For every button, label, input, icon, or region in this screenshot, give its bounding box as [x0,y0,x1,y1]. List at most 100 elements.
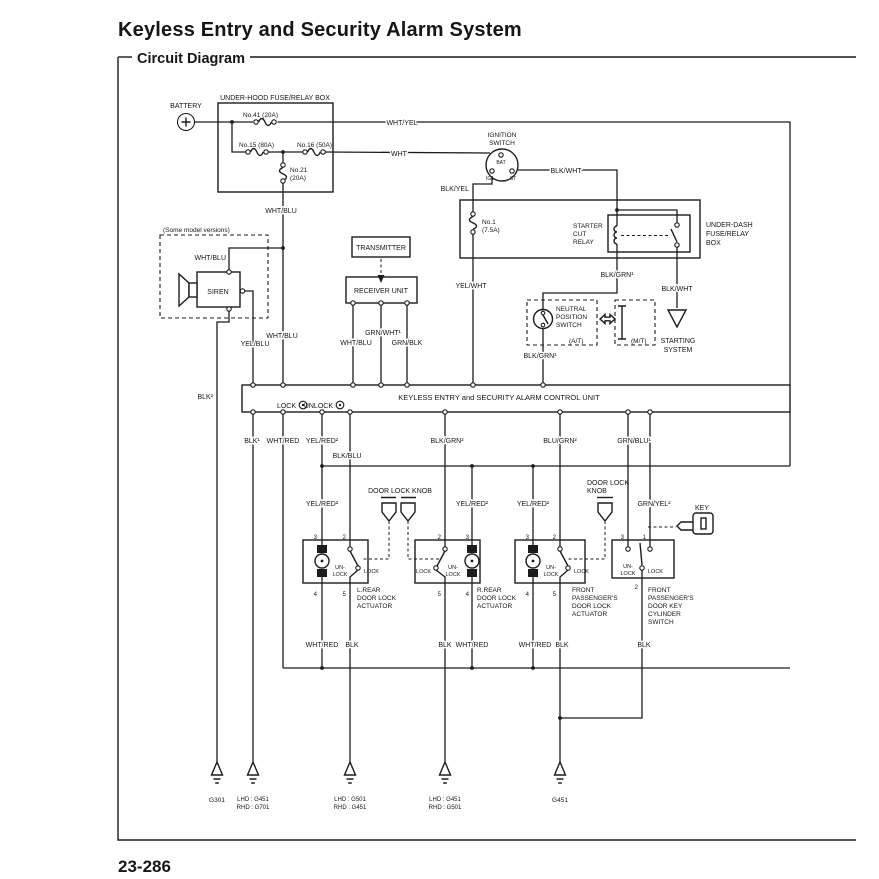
wire-label-blk-blu: BLK/BLU [333,453,362,460]
l-rear-label1: L.REAR [357,587,381,594]
wire-label-grn-wht1: GRN/WHT¹ [365,330,401,337]
underdash-label2: FUSE/RELAY [706,231,749,238]
lock-label: LOCK [277,403,296,410]
wire-label-blk-kc: BLK [637,642,651,649]
receiver-label: RECEIVER UNIT [354,288,409,295]
wire-labels: WHT/YEL WHT BLK/WHT BLK/YEL WHT/BLU WHT/… [193,119,695,651]
starter-relay-label1: STARTER [573,223,603,230]
starting-system-arrow-icon [666,309,688,329]
ground-lhd-g451-2: LHD : G451 [429,797,461,803]
transmitter-label: TRANSMITTER [356,245,406,252]
lock-pos-label: LOCK [416,569,431,575]
siren: (Some model versions) SIREN [159,227,269,319]
unlock-pos-label: UN- [546,565,556,571]
wire-label-blk-grn2: BLK/GRN² [430,438,464,445]
ignition-label1: IGNITION [488,132,517,139]
ground-icon [210,760,567,784]
wire-label-wht-blu-main: WHT/BLU [265,208,297,215]
unlock-pos-label2: LOCK [333,572,348,578]
wires [195,121,791,762]
ground-g451: G451 [552,797,568,804]
ignition-label2: SWITCH [489,140,515,147]
l-rear-door-lock-actuator: UN- LOCK LOCK 3 2 4 5 L.REAR DOOR LOCK A… [302,535,397,610]
kc-label1: FRONT [648,587,670,594]
fuse-1-label: No.1 [482,219,496,226]
kc-label3: DOOR KEY [648,603,683,610]
some-models-label: (Some model versions) [163,227,230,234]
fuse-21-label: No.21 [290,167,308,174]
door-lock-knobs: DOOR LOCK KNOB DOOR LOCK KNOB [362,480,629,560]
grounds: G301 LHD : G451 RHD : G701 LHD : G501 RH… [209,760,568,811]
control-unit: KEYLESS ENTRY and SECURITY ALARM CONTROL… [241,382,791,415]
wire-label-wht-red-r: WHT/RED [456,642,489,649]
starter-cut-relay-box [607,214,691,253]
wire-label-blk-l: BLK [345,642,359,649]
fuse-41-label: No.41 (20A) [243,112,278,119]
wire-label-yel-red2-cu: YEL/RED² [306,438,339,445]
wire-label-blk-grn1-upper: BLK/GRN¹ [600,272,634,279]
unlock-pos-label: UN- [623,564,633,570]
at-label: (A/T) [569,338,583,345]
starter-relay-label2: CUT [573,231,586,238]
front-passenger-door-key-cylinder-switch: UN- LOCK LOCK 3 1 2 FRONT PASSENGER'S DO… [611,535,694,626]
signal-arrow-icon [377,275,385,283]
door-lock-knob2-label1: DOOR LOCK [587,480,629,487]
starter-relay-label3: RELAY [573,239,594,246]
kc-label5: SWITCH [648,619,674,626]
terminal-5: 5 [553,592,557,598]
fp-act-label2: PASSENGER'S [572,595,618,602]
terminal-2: 2 [635,585,639,591]
terminal-st: ST [510,176,516,182]
wire-label-wht-yel: WHT/YEL [386,120,417,127]
kc-label2: PASSENGER'S [648,595,694,602]
wire-label-blk1: BLK¹ [244,438,260,445]
starting-system: STARTING SYSTEM [661,309,695,354]
lock-pos-label: LOCK [364,569,379,575]
wire-label-blk-yel: BLK/YEL [441,186,470,193]
r-rear-label3: ACTUATOR [477,603,512,610]
terminal-3: 3 [314,535,318,541]
control-unit-label: KEYLESS ENTRY and SECURITY ALARM CONTROL… [398,393,600,402]
r-rear-label2: DOOR LOCK [477,595,517,602]
diagram-subtitle: Circuit Diagram [137,51,245,67]
page-number: 23-286 [118,857,171,876]
terminal-2: 2 [553,535,557,541]
ignition-switch: IGNITION SWITCH BAT IG1 ST [485,132,519,182]
wire-label-wht: WHT [391,151,408,158]
wire-label-wht-red-fp: WHT/RED [519,642,552,649]
unlock-pos-label: UN- [448,565,458,571]
neutral-label2: POSITION [556,314,587,321]
receiver-unit: RECEIVER UNIT [345,276,418,306]
neutral-label3: SWITCH [556,322,582,329]
frame [117,56,856,841]
r-rear-door-lock-actuator: LOCK UN- LOCK 2 3 5 4 R.REAR DOOR LOCK A… [414,535,517,610]
terminal-3: 3 [526,535,530,541]
underhood-box-label: UNDER-HOOD FUSE/RELAY BOX [220,95,330,102]
knob-icon [381,502,397,523]
kc-label4: CYLINDER [648,611,681,618]
unlock-pos-label2: LOCK [621,571,636,577]
terminal-ig1: IG1 [486,176,494,182]
siren-horn-icon [178,272,190,308]
terminal-bat: BAT [496,160,505,166]
ground-lhd-g501: LHD : G501 [334,797,366,803]
siren-label: SIREN [207,289,228,296]
fuse-15-label: No.15 (80A) [239,142,274,149]
wire-label-wht-red-l: WHT/RED [306,642,339,649]
door-lock-knob2-label2: KNOB [587,488,607,495]
terminal-4: 4 [526,592,530,598]
ground-rhd-g701: RHD : G701 [237,805,270,811]
neutral-position-switch: NEUTRAL POSITION SWITCH (A/T) (M/T) [526,299,656,346]
wire-label-wht-red-cu: WHT/RED [267,438,300,445]
door-lock-knob-label: DOOR LOCK KNOB [368,488,432,495]
ground-g301: G301 [209,797,225,804]
fuse-1-label2: (7.5A) [482,227,500,234]
wire-label-blu-grn2: BLU/GRN² [543,438,577,445]
terminal-1: 1 [643,535,647,541]
underdash-fuse-relay-box: No.1 (7.5A) STARTER CUT RELAY UNDER-DASH… [459,199,753,259]
terminal-2: 2 [438,535,442,541]
key-label: KEY [695,505,709,512]
knob-icon [400,502,416,523]
wire-label-yel-blu: YEL/BLU [241,341,270,348]
